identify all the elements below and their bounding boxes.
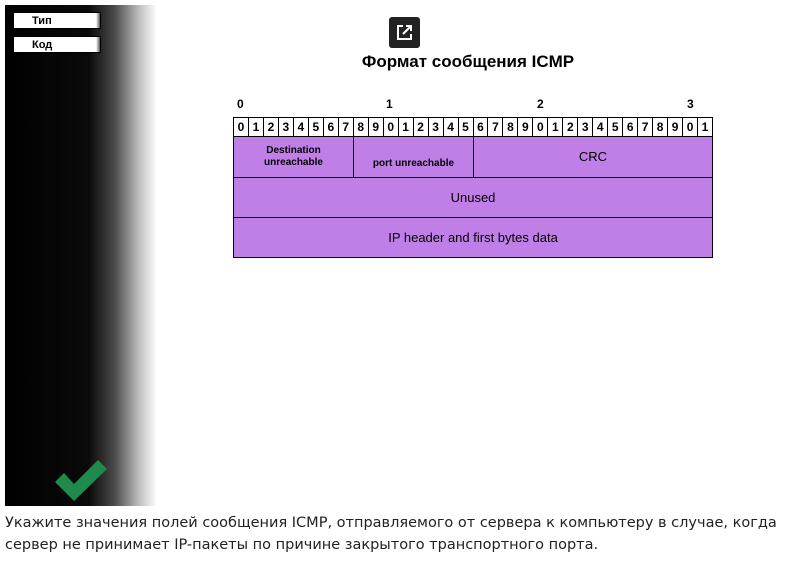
bit-cell: 0: [384, 118, 399, 136]
bit-cell: 1: [399, 118, 414, 136]
crc-field-label: CRC: [578, 148, 608, 164]
open-external-button[interactable]: [389, 17, 420, 48]
bit-cell: 6: [623, 118, 639, 136]
bit-cell: 5: [459, 118, 474, 136]
bit-ruler-tens-0: 0: [237, 97, 244, 111]
code-field-value: port unreachable: [372, 157, 455, 169]
question-line1: Укажите значения полей сообщения ICMP, о…: [5, 515, 777, 531]
bit-cell: 2: [264, 118, 279, 136]
bit-cell: 4: [294, 118, 309, 136]
bit-ruler-tens-3: 3: [687, 97, 694, 111]
bit-ruler-tens-1: 1: [386, 97, 393, 111]
drag-option-code-label: Код: [32, 39, 53, 51]
checkmark-icon: [55, 460, 107, 501]
bit-cell: 3: [429, 118, 444, 136]
bit-cell: 9: [369, 118, 384, 136]
bit-cell: 5: [608, 118, 624, 136]
crc-field: CRC: [473, 136, 713, 178]
bit-ruler-tens-2: 2: [537, 97, 544, 111]
type-field-dropzone[interactable]: Destination unreachable: [233, 136, 354, 178]
data-field: IP header and first bytes data: [233, 217, 713, 258]
bit-cell: 3: [279, 118, 294, 136]
question-line2: сервер не принимает IP-пакеты по причине…: [5, 537, 599, 553]
type-field-line1: Destination: [266, 145, 321, 156]
bit-cell: 1: [249, 118, 264, 136]
bit-cell: 8: [354, 118, 369, 136]
bit-cell: 2: [563, 118, 579, 136]
bit-cell: 7: [638, 118, 654, 136]
data-field-label: IP header and first bytes data: [388, 230, 558, 245]
drag-source-panel: Тип Код: [5, 5, 157, 506]
bit-cell: 8: [503, 118, 519, 136]
bit-cell: 4: [444, 118, 459, 136]
bit-cell: 8: [653, 118, 669, 136]
bit-cell: 9: [518, 118, 534, 136]
question-text: Укажите значения полей сообщения ICMP, о…: [5, 512, 795, 556]
bit-cell: 5: [309, 118, 324, 136]
diagram-title: Формат сообщения ICMP: [361, 52, 575, 71]
drag-option-type-label: Тип: [32, 15, 52, 27]
bit-cell: 7: [488, 118, 504, 136]
drag-option-code[interactable]: Код: [13, 36, 101, 53]
bit-cell: 7: [339, 118, 354, 136]
code-field-dropzone[interactable]: port unreachable: [353, 136, 474, 178]
bit-cell: 9: [668, 118, 684, 136]
bit-cell: 1: [701, 120, 709, 134]
bit-cell: 0: [533, 118, 549, 136]
unused-field-label: Unused: [450, 190, 496, 205]
drag-option-type[interactable]: Тип: [13, 12, 101, 29]
bit-cell: 6: [324, 118, 339, 136]
type-field-line2: unreachable: [264, 157, 323, 168]
bit-cell: 0: [234, 118, 249, 136]
bit-cell: 6: [474, 118, 489, 136]
bit-cell: 3: [578, 118, 594, 136]
external-link-icon: [397, 25, 412, 40]
bit-cell: 0: [683, 118, 699, 136]
bit-cell: 4: [593, 118, 609, 136]
bit-cell: 2: [414, 118, 429, 136]
unused-field: Unused: [233, 177, 713, 218]
bit-cell: 1: [548, 118, 564, 136]
